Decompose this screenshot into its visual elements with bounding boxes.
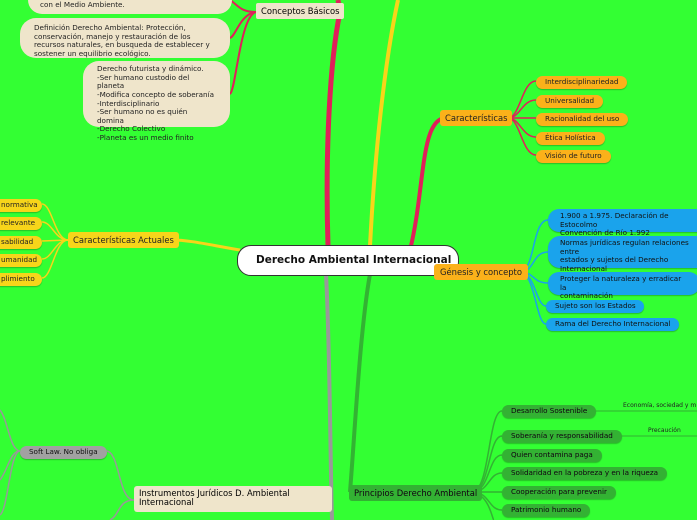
item-humanidad[interactable]: umanidad [0, 254, 42, 267]
item-sujeto-estados[interactable]: Sujeto son los Estados [546, 300, 644, 313]
item-cumplimiento[interactable]: plimiento [0, 273, 42, 286]
item-proteger-naturaleza[interactable]: Proteger la naturaleza y erradicar la co… [548, 272, 697, 300]
item-etica-holistica[interactable]: Ética Holística [536, 132, 605, 145]
item-vision-de-futuro[interactable]: Visión de futuro [536, 150, 611, 163]
topic-instrumentos-juridicos[interactable]: Instrumentos Jurídicos D. Ambiental Inte… [134, 486, 332, 512]
item-normativa[interactable]: normativa [0, 199, 42, 212]
item-soberania-responsabilidad[interactable]: Soberanía y responsabilidad [502, 430, 622, 443]
item-relevante[interactable]: relevante [0, 217, 42, 230]
item-universalidad[interactable]: Universalidad [536, 95, 604, 108]
note-ecologica[interactable]: ecológicas de una especie con el Medio A… [28, 0, 232, 14]
note-definicion-derecho-ambiental[interactable]: Definición Derecho Ambiental: Protección… [20, 18, 230, 58]
topic-genesis-y-concepto[interactable]: Génesis y concepto [434, 264, 528, 281]
topic-conceptos-basicos[interactable]: Conceptos Básicos [256, 3, 345, 20]
item-interdisciplinariedad[interactable]: Interdisciplinariedad [536, 76, 628, 89]
topic-caracteristicas[interactable]: Características [440, 110, 513, 127]
item-normas-juridicas[interactable]: Normas jurídicas regulan relaciones entr… [548, 236, 697, 281]
topic-principios-derecho-ambiental[interactable]: Principios Derecho Ambiental [349, 485, 483, 502]
item-racionalidad-del-uso[interactable]: Racionalidad del uso [536, 113, 629, 126]
item-patrimonio-humano[interactable]: Patrimonio humano [502, 504, 591, 517]
item-cooperacion-prevenir[interactable]: Cooperación para prevenir [502, 486, 616, 499]
item-responsabilidad[interactable]: sabilidad [0, 236, 42, 249]
item-rama-derecho-internacional[interactable]: Rama del Derecho Internacional [546, 318, 679, 331]
item-desarrollo-sostenible[interactable]: Desarrollo Sostenible [502, 405, 597, 418]
item-soft-law[interactable]: Soft Law. No obliga [20, 446, 107, 459]
edge-label-economia: Economía, sociedad y m [623, 402, 697, 409]
item-quien-contamina-paga[interactable]: Quien contamina paga [502, 449, 602, 462]
central-topic[interactable]: Derecho Ambiental Internacional [237, 245, 459, 276]
item-solidaridad[interactable]: Solidaridad en la pobreza y en la riquez… [502, 467, 667, 480]
edge-label-precaucion: Precaución [648, 427, 681, 434]
item-declaracion-estocolmo[interactable]: 1.900 a 1.975. Declaración de Estocolmo … [548, 209, 697, 237]
note-derecho-futurista[interactable]: Derecho futurista y dinámico. -Ser human… [83, 61, 230, 142]
topic-caracteristicas-actuales[interactable]: Características Actuales [68, 232, 179, 249]
